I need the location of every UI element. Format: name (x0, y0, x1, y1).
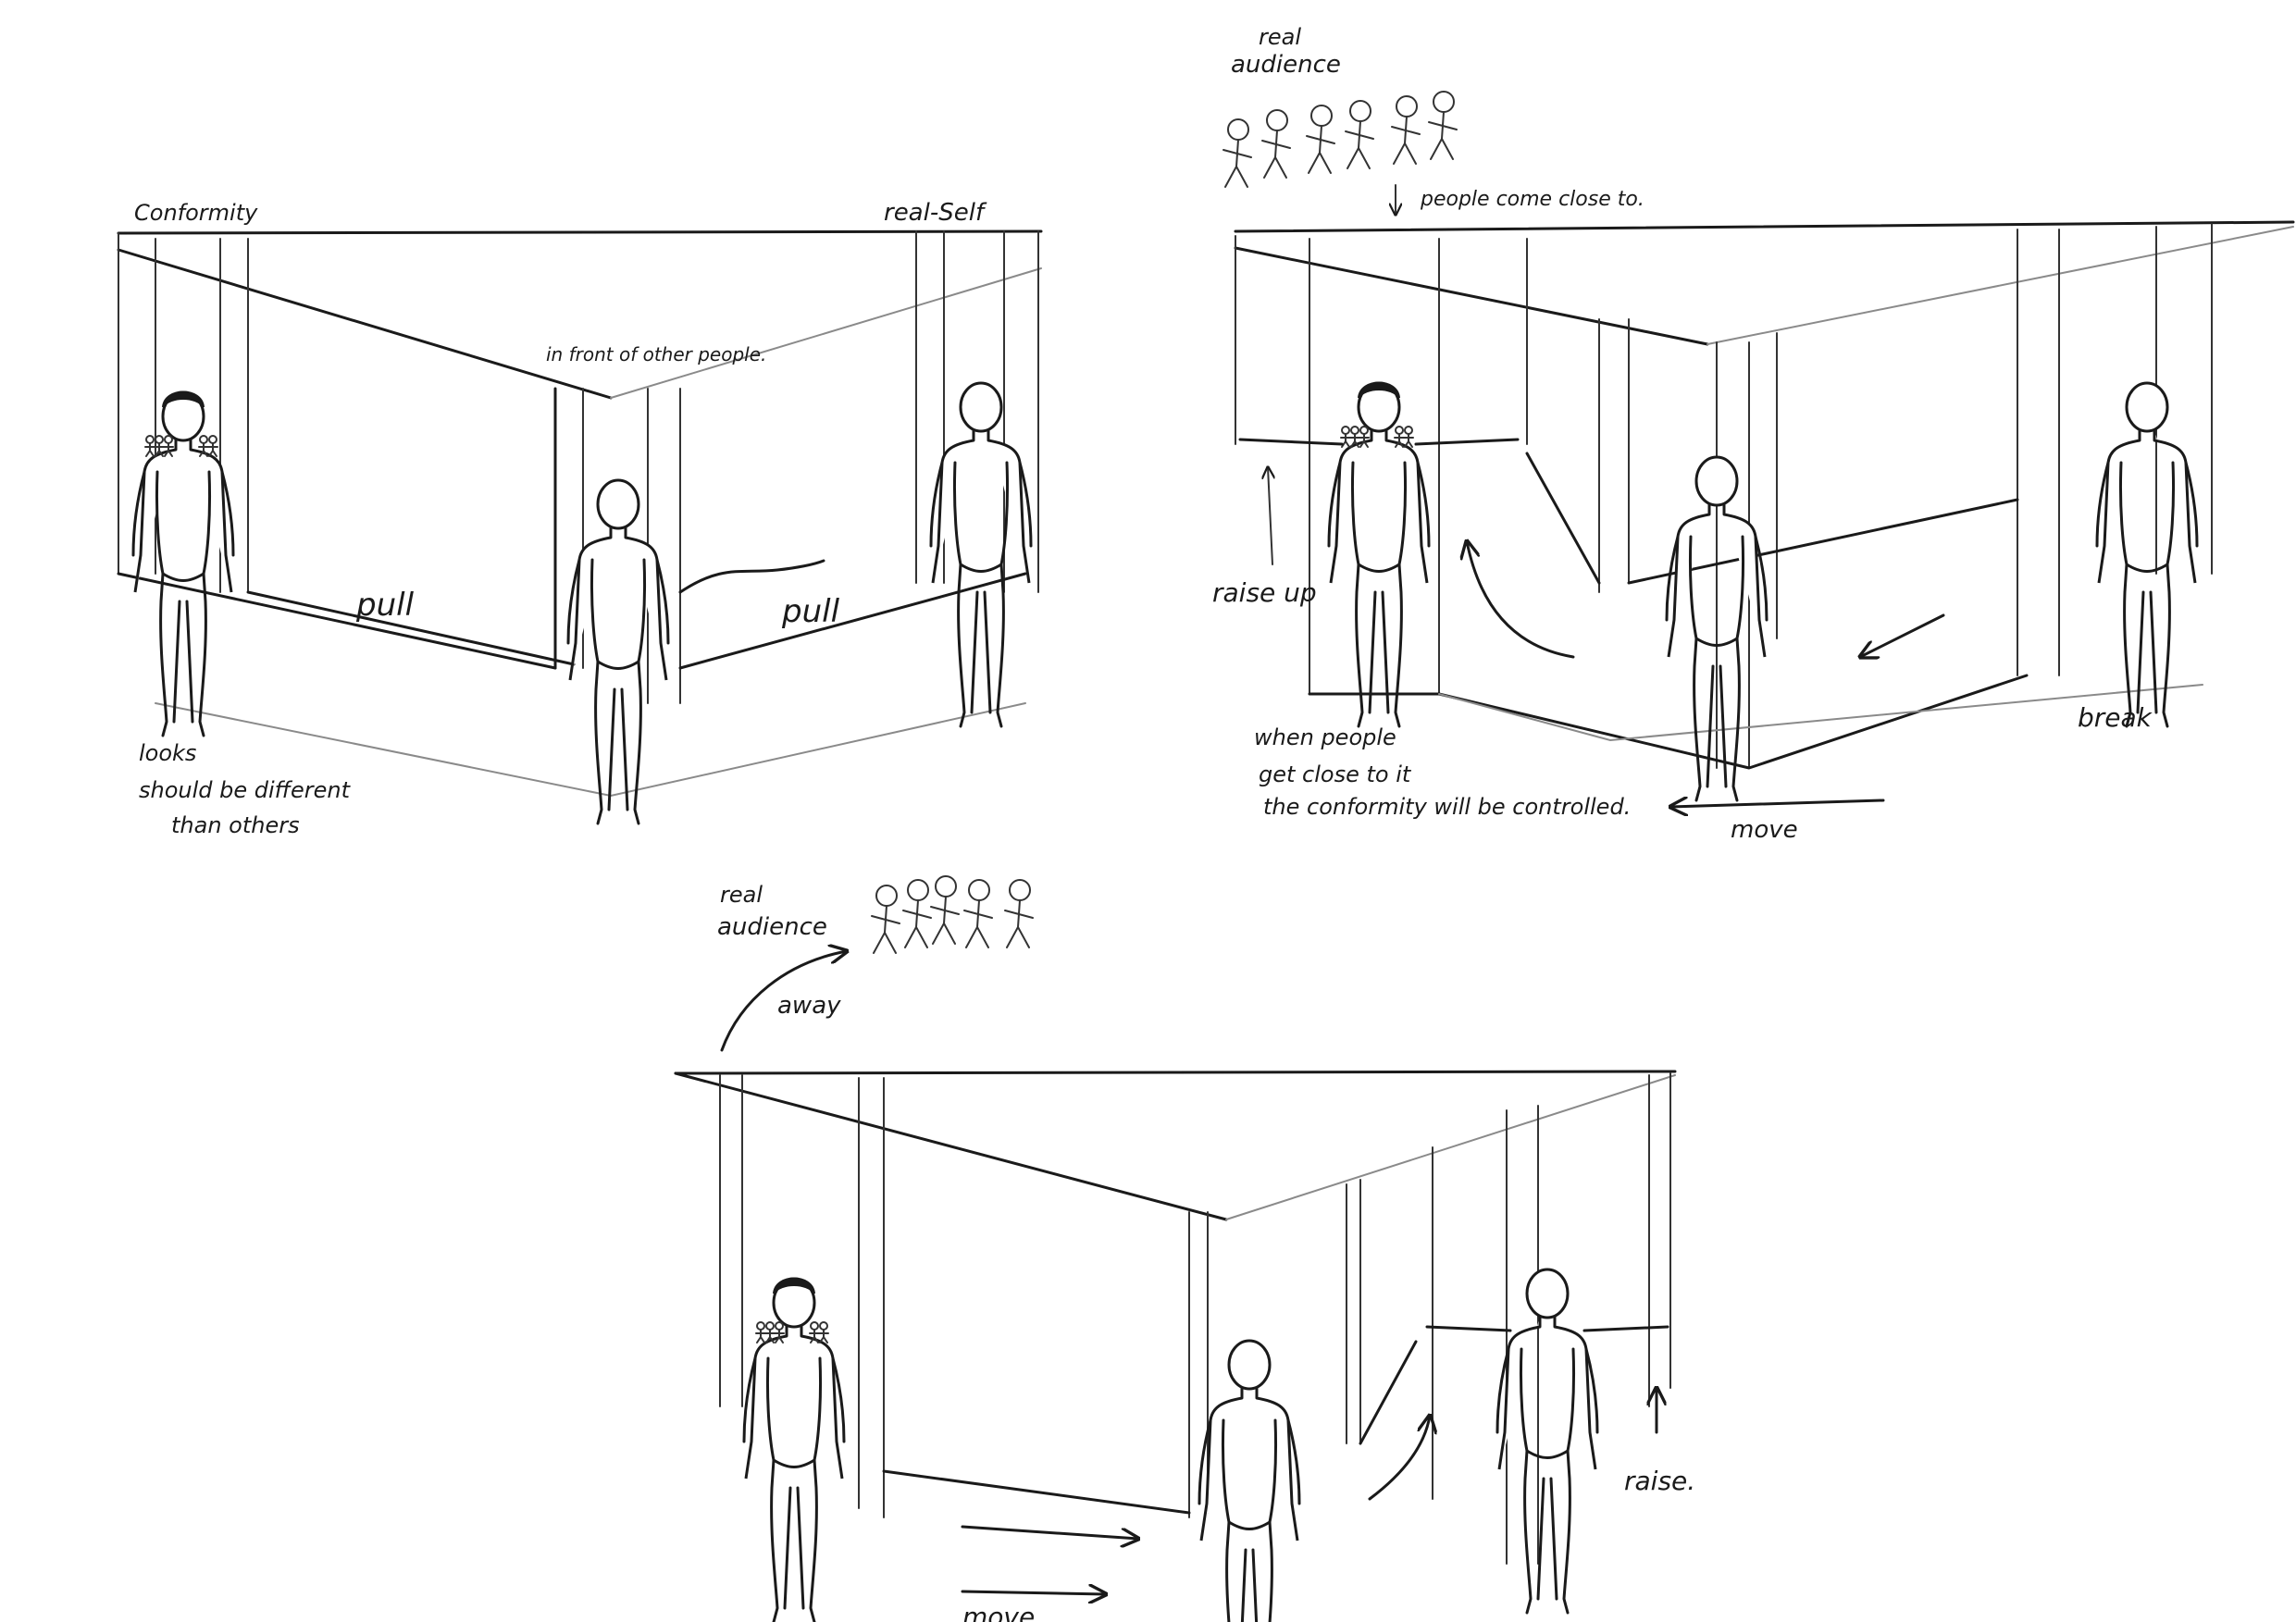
label-move: move (1731, 816, 1798, 844)
label-audience: audience (717, 913, 827, 941)
label-real: real (720, 882, 763, 908)
label-raise: raise. (1624, 1466, 1695, 1496)
label-real: real (1259, 24, 1301, 50)
label-conformity: Conformity (134, 200, 258, 226)
panel-1: Conformity real-Self in front of other p… (117, 199, 1043, 838)
label-real-self: real-Self (884, 199, 987, 227)
conformity-figure-raised (1238, 381, 1520, 728)
real-self-figure-breaking (2095, 381, 2199, 728)
note-looks-line2: should be different (139, 777, 352, 803)
audience-group (1222, 91, 1458, 188)
label-away: away (777, 992, 841, 1020)
real-self-figure-raised (1425, 1268, 1669, 1615)
label-pull-left: pull (355, 587, 415, 624)
note-when-line2: get close to it (1259, 761, 1412, 787)
audience-group-away (871, 875, 1034, 954)
real-self-figure (929, 381, 1033, 728)
conformity-figure (131, 390, 235, 737)
panel-3: real audience away move rais (674, 875, 1695, 1622)
label-move: move (962, 1602, 1035, 1622)
label-pull-right: pull (781, 593, 840, 630)
label-audience: audience (1231, 51, 1341, 79)
note-looks-line3: than others (171, 812, 300, 838)
note-looks-line1: looks (139, 740, 196, 766)
label-break: break (2078, 702, 2153, 733)
panel-2: real audience people come close to. rais… (1212, 24, 2295, 844)
note-when-line1: when people (1254, 724, 1396, 750)
label-raise-up: raise up (1212, 577, 1317, 608)
center-figure-pulled (1198, 1339, 1301, 1622)
note-when-line3: the conformity will be controlled. (1263, 794, 1631, 820)
label-in-front-of-other-people: in front of other people. (546, 343, 766, 365)
label-people-come-close: people come close to. (1420, 188, 1644, 211)
conformity-figure-moving (742, 1277, 846, 1622)
